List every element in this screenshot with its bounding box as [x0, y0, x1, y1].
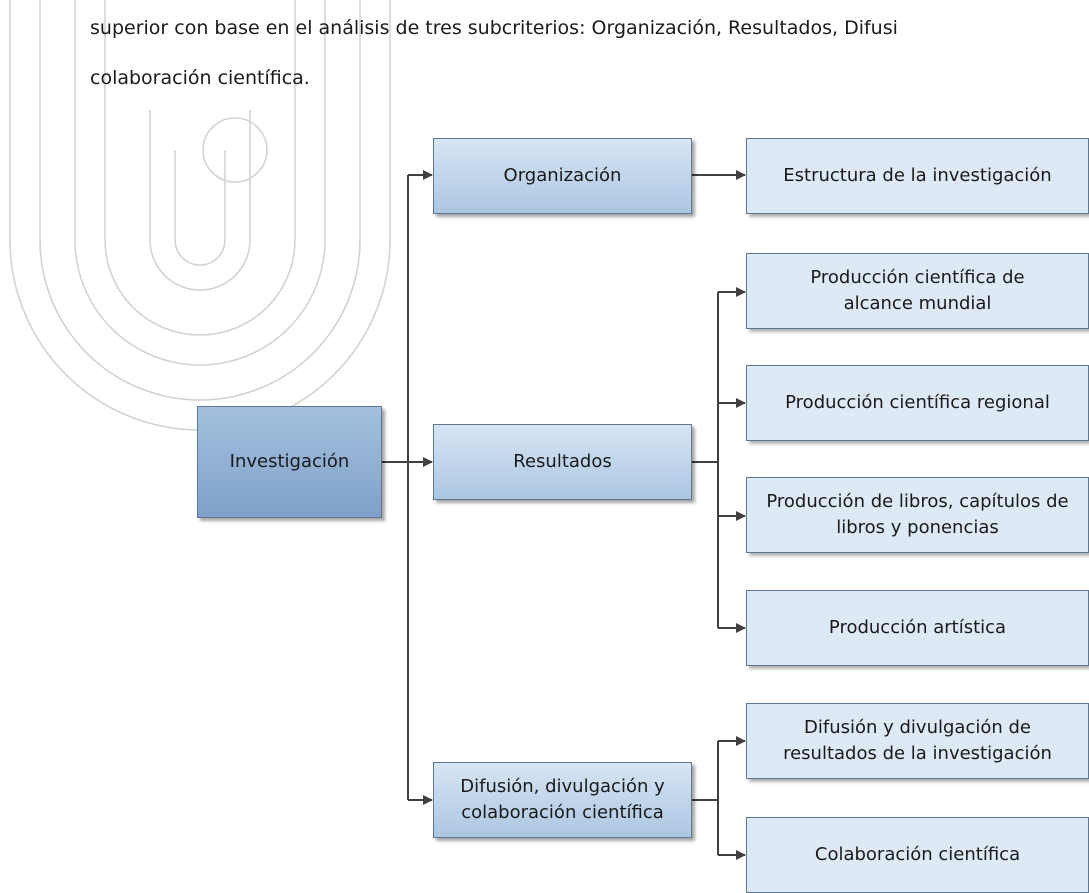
node-produccion-libros: Producción de libros, capítulos de libro… — [746, 477, 1089, 553]
paragraph-line-2: colaboración científica. — [90, 67, 310, 89]
node-estructura-investigacion: Estructura de la investigación — [746, 138, 1089, 214]
node-difusion-divulgacion-resultados: Difusión y divulgación de resultados de … — [746, 703, 1089, 779]
node-investigacion: Investigación — [197, 406, 382, 518]
node-label: Producción artística — [828, 617, 1007, 638]
node-label: Resultados — [513, 451, 612, 472]
node-label: Difusión y divulgación de resultados de … — [783, 717, 1052, 764]
node-colaboracion-cientifica: Colaboración científica — [746, 817, 1089, 893]
node-label: Colaboración científica — [814, 844, 1021, 865]
node-produccion-regional: Producción científica regional — [746, 365, 1089, 441]
node-label: Producción científica de alcance mundial — [810, 267, 1025, 314]
node-resultados: Resultados — [433, 424, 692, 500]
node-label: Producción científica regional — [785, 392, 1050, 413]
node-label: Estructura de la investigación — [783, 165, 1052, 186]
node-label: Organización — [503, 165, 622, 186]
node-label: Difusión, divulgación y colaboración cie… — [460, 776, 665, 823]
paragraph-line-1: superior con base en el análisis de tres… — [90, 17, 898, 39]
node-difusion-divulgacion-colaboracion: Difusión, divulgación y colaboración cie… — [433, 762, 692, 838]
node-produccion-alcance-mundial: Producción científica de alcance mundial — [746, 253, 1089, 329]
node-label: Producción de libros, capítulos de libro… — [766, 491, 1069, 538]
node-label: Investigación — [229, 451, 350, 472]
node-organizacion: Organización — [433, 138, 692, 214]
node-produccion-artistica: Producción artística — [746, 590, 1089, 666]
